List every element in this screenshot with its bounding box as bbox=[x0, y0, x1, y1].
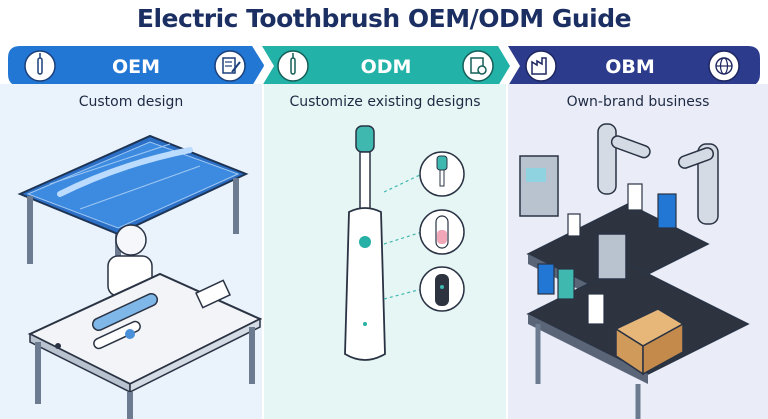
band-obm: OBM bbox=[508, 46, 760, 84]
machine bbox=[519, 155, 559, 217]
robot-arm bbox=[597, 123, 651, 195]
product-box bbox=[567, 213, 581, 237]
page-title: Electric Toothbrush OEM/ODM Guide bbox=[136, 4, 632, 33]
gear-document-icon bbox=[462, 50, 494, 82]
subtitle-odm: Customize existing designs bbox=[289, 94, 481, 110]
factory-icon bbox=[525, 50, 557, 82]
toothbrush-icon bbox=[24, 50, 56, 82]
band-label-obm: OBM bbox=[605, 56, 655, 78]
variant-black bbox=[419, 266, 465, 312]
technician bbox=[115, 224, 147, 256]
variant-pink bbox=[419, 209, 465, 255]
odm-illustration bbox=[344, 125, 465, 361]
oem-illustration bbox=[17, 134, 262, 419]
band-label-oem: OEM bbox=[112, 56, 160, 78]
robot-arm bbox=[677, 143, 719, 225]
panel-odm: Customize existing designs bbox=[264, 84, 506, 419]
obm-illustration bbox=[519, 123, 750, 419]
header-bands: OEM ODM OBM bbox=[8, 46, 760, 84]
toothbrush-large bbox=[344, 125, 386, 361]
panel-oem: Custom design bbox=[0, 84, 262, 419]
variant-head bbox=[419, 151, 465, 197]
toothbrush-icon bbox=[277, 50, 309, 82]
panel-obm: Own-brand business bbox=[508, 84, 768, 419]
globe-icon bbox=[708, 50, 740, 82]
document-edit-icon bbox=[214, 50, 246, 82]
subtitle-oem: Custom design bbox=[78, 94, 184, 110]
subtitle-obm: Own-brand business bbox=[566, 94, 710, 110]
band-label-odm: ODM bbox=[361, 56, 412, 78]
band-oem: OEM bbox=[8, 46, 264, 84]
band-odm: ODM bbox=[262, 46, 510, 84]
